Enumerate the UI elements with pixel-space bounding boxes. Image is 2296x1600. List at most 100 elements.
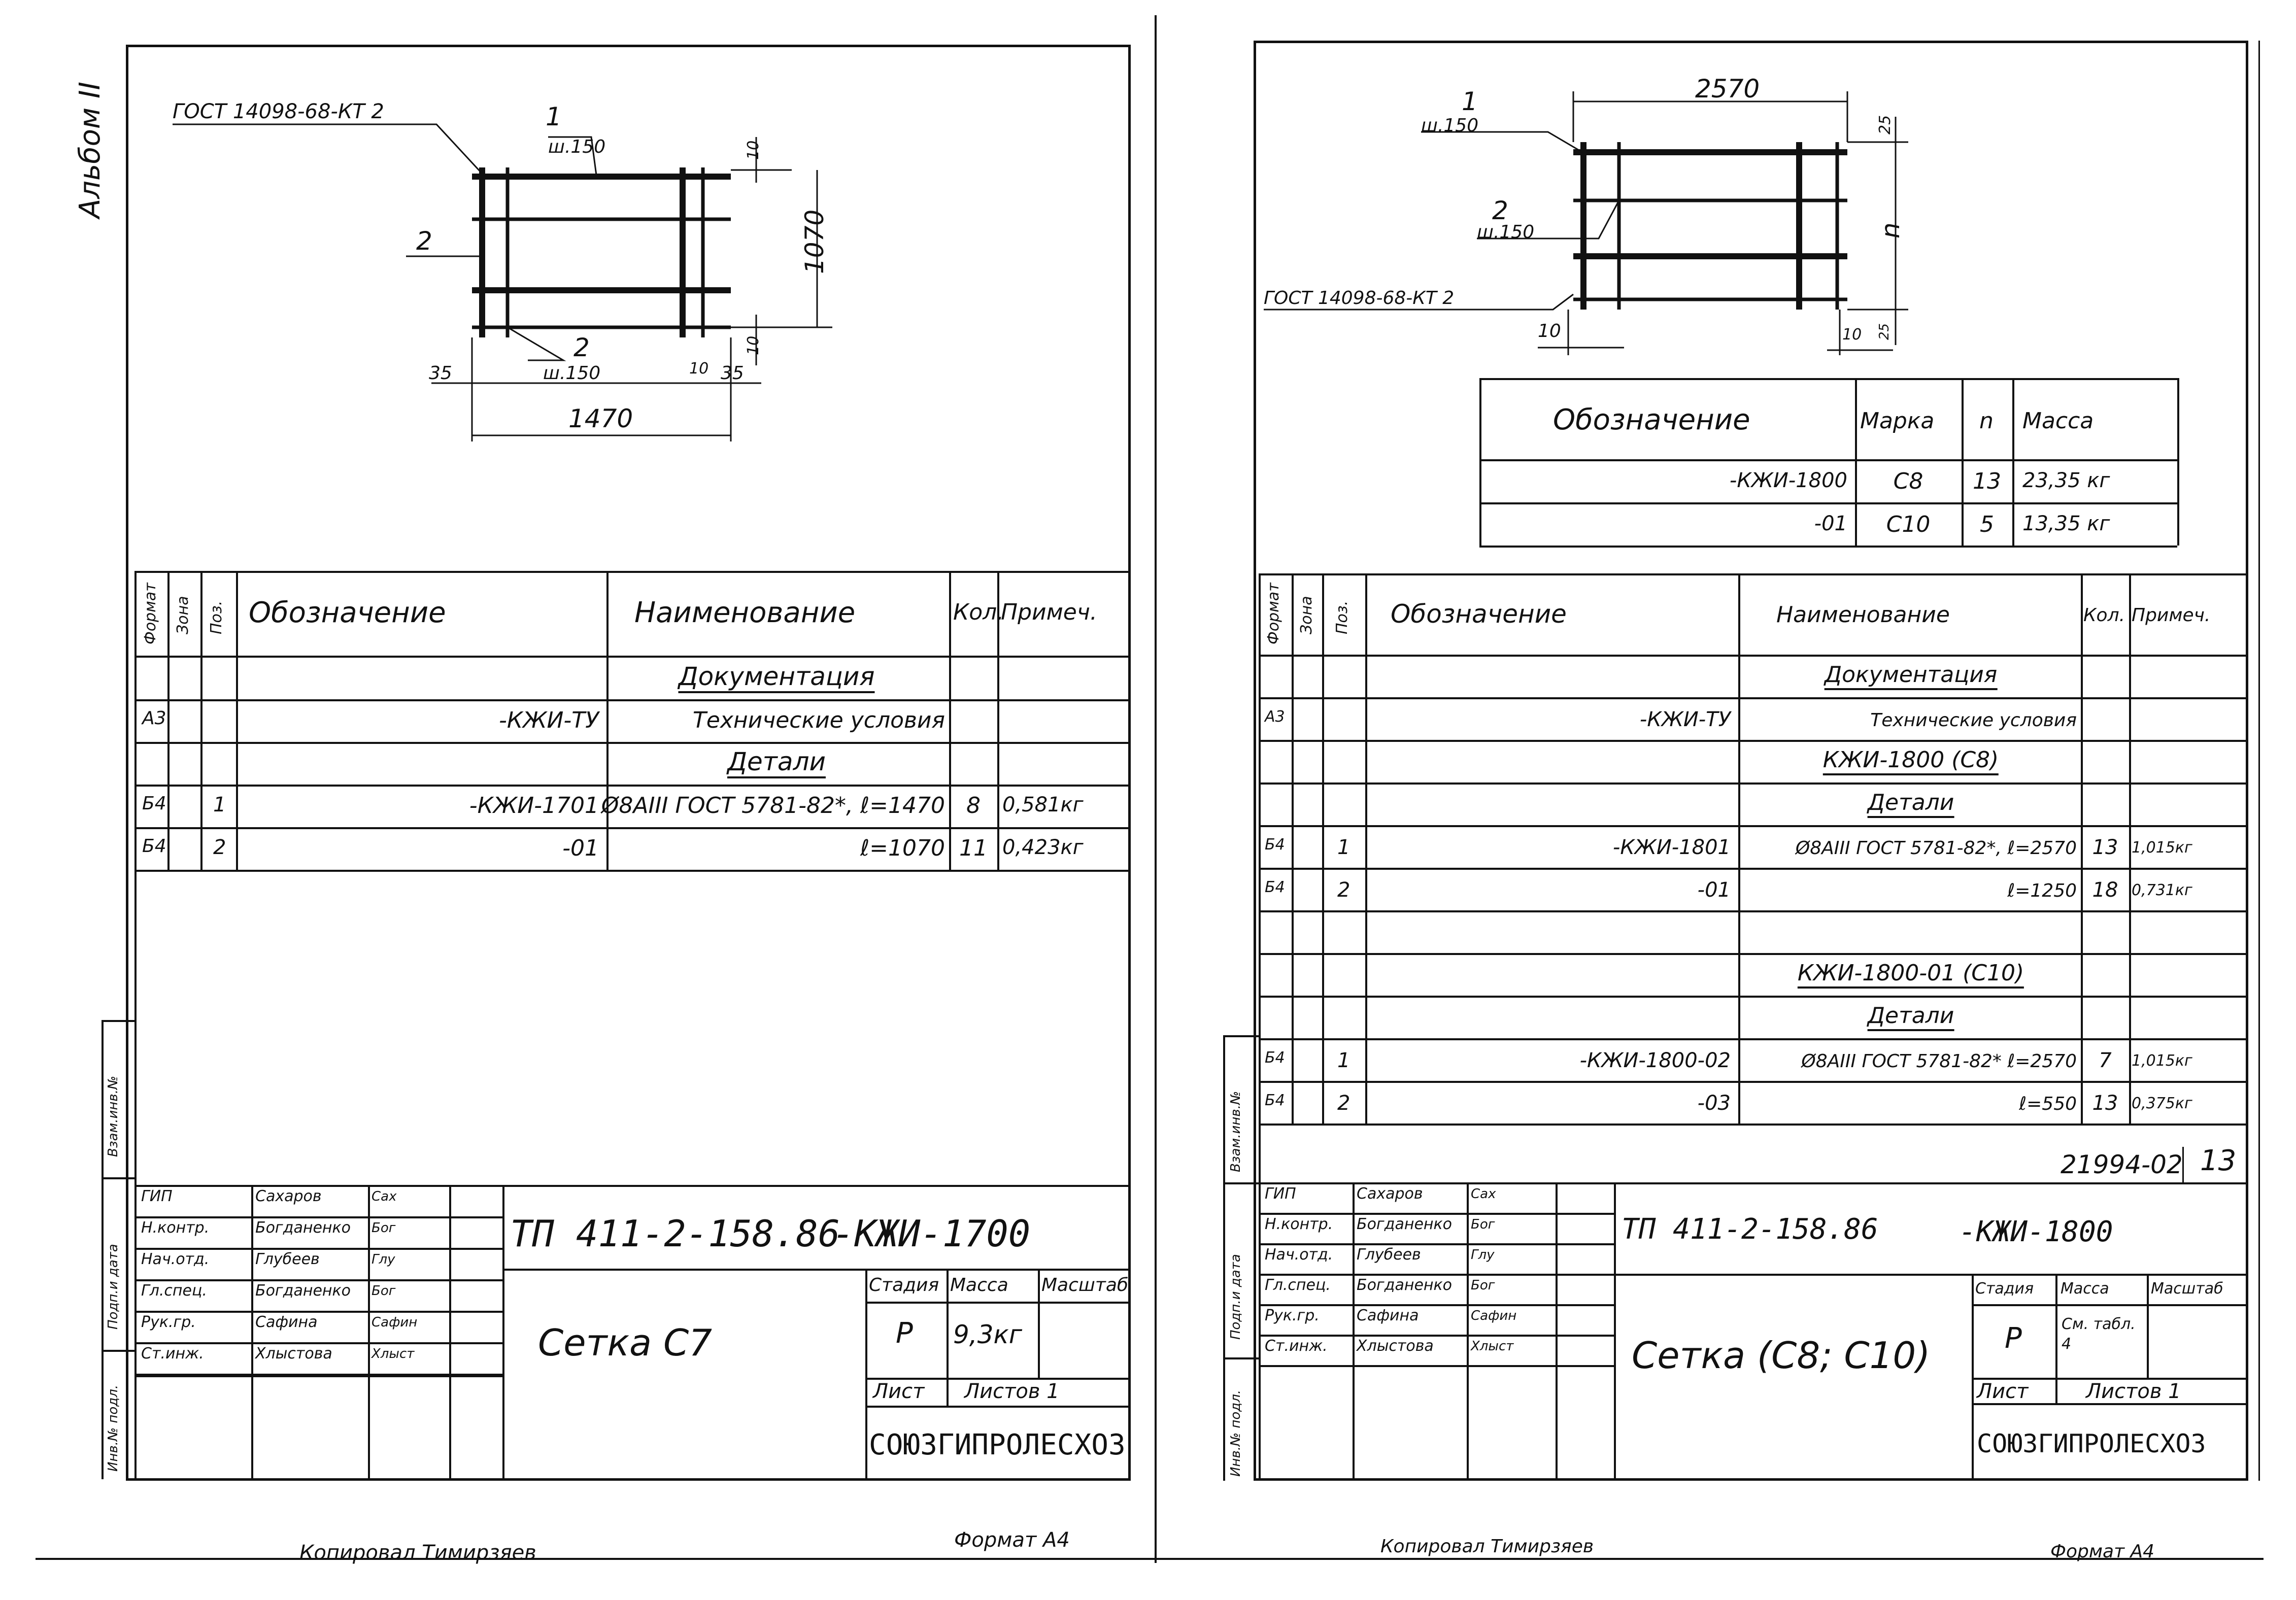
right-header-zone: Зона — [1298, 596, 1315, 634]
right-marks-header-n: n — [1979, 408, 1994, 434]
signer-signature: Бог — [1471, 1217, 1495, 1232]
left-gost-label: ГОСТ 14098-68-КТ 2 — [173, 100, 384, 123]
left-pos2-label: 2 — [416, 226, 432, 256]
right-dim-right: 10 — [1842, 326, 1862, 344]
spec-qty-cell: 8 — [966, 793, 981, 819]
spec-pos-cell: 2 — [1337, 878, 1350, 902]
left-doc-designation: -КЖИ-1700 — [832, 1212, 1031, 1255]
signer-role: Нач.отд. — [1265, 1246, 1333, 1264]
right-marks-header-mass: Масса — [2022, 408, 2094, 434]
signer-name: Глубеев — [255, 1250, 320, 1268]
spec-format-cell: Б4 — [1265, 1092, 1285, 1109]
left-org-name: СОЮЗГИПРОЛЕСХОЗ — [869, 1428, 1126, 1461]
spec-designation-cell: -КЖИ-1801 — [1612, 836, 1731, 859]
left-stage-value: Р — [896, 1317, 913, 1350]
spec-note-cell: 1,015кг — [2132, 839, 2192, 857]
signer-name: Глубеев — [1357, 1246, 1421, 1264]
left-pos2b-label: 2 — [573, 333, 590, 362]
spec-format-cell: А3 — [142, 708, 166, 729]
right-stamp-1: Подп.и дата — [1228, 1254, 1243, 1340]
right-scale-label: Масштаб — [2151, 1280, 2223, 1298]
left-format-label: Формат А4 — [954, 1528, 1070, 1552]
left-dim-left: 35 — [429, 363, 452, 384]
right-format-label: Формат А4 — [2050, 1541, 2155, 1562]
signer-name: Богданенко — [255, 1219, 351, 1237]
spec-pos-cell: 2 — [213, 836, 226, 859]
left-sheet-label: Лист — [873, 1380, 925, 1403]
right-org-name: СОЮЗГИПРОЛЕСХОЗ — [1977, 1429, 2206, 1458]
spec-note-cell: 0,581кг — [1002, 793, 1084, 816]
right-mass-value: См. табл. 4 — [2062, 1315, 2136, 1353]
marks-mark-cell: С10 — [1886, 512, 1931, 537]
right-dim-left: 10 — [1538, 321, 1561, 342]
signer-name: Богданенко — [1357, 1276, 1452, 1294]
spec-note-cell: 1,015кг — [2132, 1052, 2192, 1070]
signer-signature: Бог — [372, 1283, 396, 1299]
marks-n-cell: 5 — [1980, 512, 1994, 537]
right-stage-value: Р — [2005, 1322, 2022, 1355]
signer-role: Ст.инж. — [1265, 1337, 1328, 1355]
signer-role: Рук.гр. — [141, 1313, 196, 1331]
spec-section-heading: Документация — [1824, 664, 1998, 690]
spec-designation-cell: -01 — [1697, 878, 1731, 902]
signer-name: Богданенко — [255, 1282, 351, 1300]
signer-signature: Бог — [1471, 1278, 1495, 1293]
right-dim-height: n — [1876, 222, 1905, 239]
right-mass-label: Масса — [2061, 1280, 2109, 1298]
signer-role: Рук.гр. — [1265, 1307, 1320, 1324]
left-mass-label: Масса — [950, 1275, 1008, 1296]
signer-name: Богданенко — [1357, 1215, 1452, 1233]
spec-name-cell: ℓ=1250 — [2007, 880, 2077, 901]
spec-note-cell: 0,375кг — [2132, 1095, 2192, 1112]
right-pos2-step: ш.150 — [1477, 222, 1535, 243]
right-copied-label: Копировал Тимирзяев — [1380, 1536, 1594, 1557]
signer-role: Ст.инж. — [141, 1345, 204, 1363]
right-pos1-step: ш.150 — [1421, 115, 1479, 136]
right-marks-header-mark: Марка — [1860, 408, 1935, 434]
marks-designation-cell: -КЖИ-1800 — [1729, 469, 1847, 492]
spec-name-cell: Технические условия — [1870, 710, 2077, 731]
signer-role: Нач.отд. — [141, 1250, 210, 1268]
signer-signature: Глу — [1471, 1247, 1495, 1263]
right-header-qty: Кол. — [2083, 605, 2125, 626]
right-sheet-frame — [1254, 41, 2248, 1481]
right-doc-designation: -КЖИ-1800 — [1959, 1215, 2113, 1248]
left-scale-label: Масштаб — [1041, 1275, 1129, 1296]
left-header-note: Примеч. — [1001, 599, 1097, 625]
right-sheets-label: Листов 1 — [2086, 1380, 2181, 1403]
left-header-qty: Кол. — [953, 599, 1004, 625]
signer-role: Гл.спец. — [1265, 1276, 1331, 1294]
spec-designation-cell: -КЖИ-ТУ — [1639, 708, 1731, 731]
signer-signature: Сафин — [372, 1315, 418, 1330]
spec-section-heading: Документация — [678, 664, 875, 693]
right-dim-width: 2570 — [1695, 74, 1760, 104]
spec-section-heading: Детали — [1867, 1005, 1954, 1031]
signer-signature: Хлыст — [372, 1346, 415, 1361]
signer-signature: Глу — [372, 1252, 395, 1267]
spec-name-cell: ℓ=1070 — [860, 835, 945, 861]
left-dim-right: 35 — [721, 363, 744, 384]
left-dim-width: 1470 — [568, 404, 633, 433]
left-doc-code: ТП 411-2-158.86 — [510, 1212, 840, 1255]
signer-signature: Сах — [372, 1189, 397, 1204]
spec-qty-cell: 13 — [2092, 1092, 2118, 1115]
marks-mark-cell: С8 — [1893, 468, 1923, 494]
spec-designation-cell: -КЖИ-ТУ — [499, 707, 599, 733]
left-pos2-step: ш.150 — [543, 363, 601, 384]
left-sheet-frame — [126, 45, 1131, 1481]
right-stage-label: Стадия — [1975, 1280, 2034, 1298]
spec-format-cell: Б4 — [1265, 1049, 1285, 1067]
spec-format-cell: Б4 — [142, 793, 166, 814]
signer-role: Гл.спец. — [141, 1282, 207, 1300]
spec-name-cell: Ø8АIII ГОСТ 5781-82* ℓ=2570 — [1801, 1051, 2077, 1072]
left-stage-label: Стадия — [869, 1275, 939, 1296]
signer-signature: Сах — [1471, 1186, 1496, 1202]
signer-name: Сафина — [255, 1313, 318, 1331]
left-pos1-label: 1 — [546, 102, 562, 131]
right-stamp-2: Инв.№ подл. — [1228, 1389, 1243, 1477]
signer-role: Н.контр. — [141, 1219, 210, 1237]
right-header-note: Примеч. — [2132, 605, 2211, 626]
signer-name: Сафина — [1357, 1307, 1419, 1324]
signer-signature: Бог — [372, 1220, 396, 1236]
